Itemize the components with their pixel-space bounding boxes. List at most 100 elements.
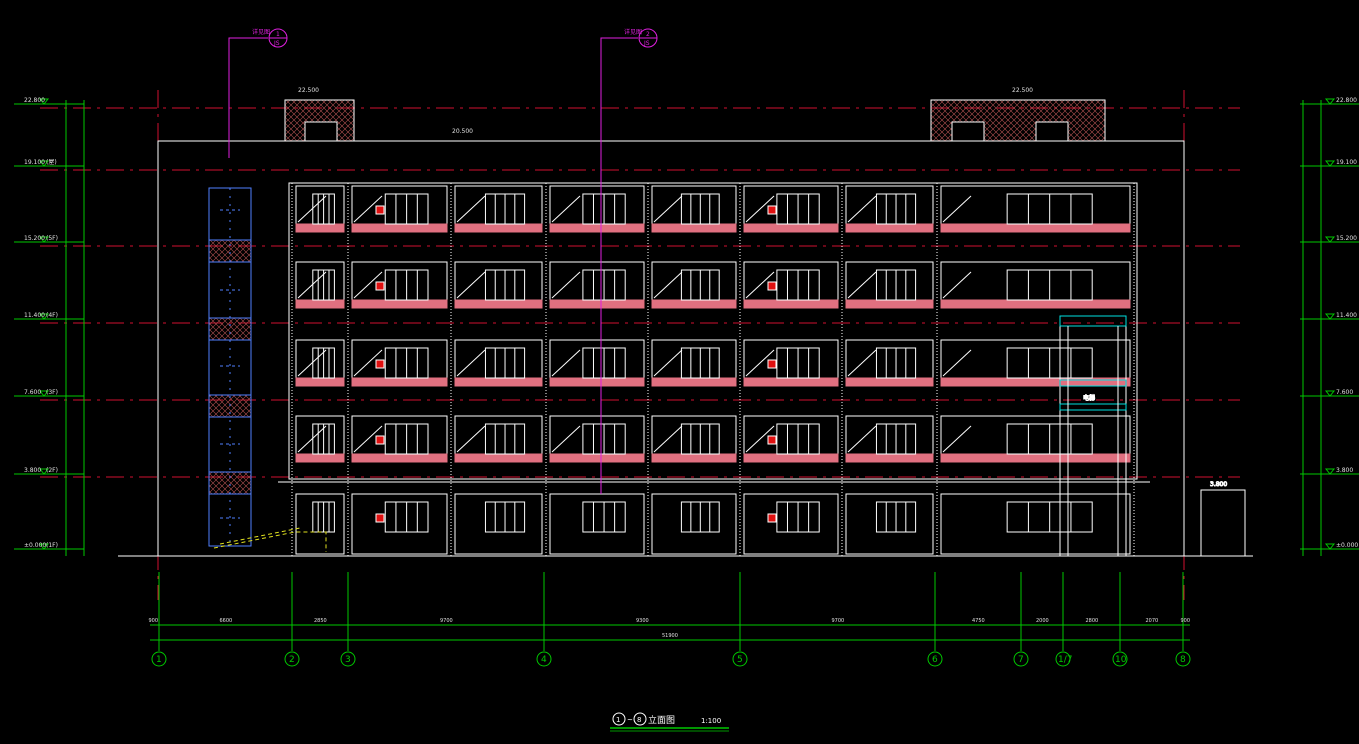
axis-label: 3 bbox=[345, 655, 351, 665]
balcony-rail bbox=[454, 453, 543, 463]
section-tag-num-2: 2 bbox=[646, 31, 650, 38]
door-swing bbox=[847, 425, 877, 453]
facade-frame bbox=[288, 182, 1138, 480]
door-swing bbox=[551, 271, 581, 299]
door-swing bbox=[456, 425, 486, 453]
axis-bubble bbox=[1013, 651, 1029, 667]
door-swing bbox=[745, 195, 775, 223]
elevation-triangle bbox=[1324, 390, 1336, 397]
balcony-rail bbox=[845, 223, 934, 233]
stair-tower bbox=[208, 187, 252, 547]
balcony-rail bbox=[454, 377, 543, 387]
ground-bay bbox=[940, 493, 1131, 555]
ground-bay bbox=[549, 493, 645, 555]
balcony-rail bbox=[743, 453, 839, 463]
section-tag-text: 详见图 1 JS 详见图 2 JS bbox=[252, 28, 650, 47]
axis-label: 5 bbox=[737, 655, 743, 665]
door-swing bbox=[353, 195, 383, 223]
balcony-rail bbox=[351, 453, 448, 463]
axis-label: 8 bbox=[1180, 655, 1186, 665]
axis-bubble bbox=[732, 651, 748, 667]
balcony-rail bbox=[651, 453, 737, 463]
dimension-span: 9300 bbox=[636, 618, 649, 624]
door-swing bbox=[353, 271, 383, 299]
elevation-markers-left: 22.80019.100(屋)15.200(5F)11.400(4F)7.600… bbox=[14, 97, 85, 556]
door-swing bbox=[653, 195, 683, 223]
title-circle-right-label: 8 bbox=[637, 716, 641, 724]
ground-bay bbox=[651, 493, 737, 555]
elevation-floor: (5F) bbox=[46, 235, 58, 242]
title-circle-left bbox=[612, 712, 626, 726]
dimension-span: 2070 bbox=[1146, 618, 1159, 624]
door-swing bbox=[551, 425, 581, 453]
elevation-value: ±0.000 bbox=[1336, 542, 1358, 549]
balcony-rail bbox=[845, 377, 934, 387]
door-swing bbox=[942, 271, 972, 299]
extinguisher-box bbox=[767, 281, 777, 291]
balcony-rail bbox=[940, 453, 1131, 463]
balcony-rail bbox=[940, 223, 1131, 233]
elevation-floor: (1F) bbox=[46, 542, 58, 549]
elevation-value: ±0.000 bbox=[24, 542, 46, 549]
elevation-value: 19.100 bbox=[24, 159, 45, 166]
elevation-triangle bbox=[1324, 468, 1336, 475]
dimension-span: 900 bbox=[149, 618, 159, 624]
balcony-rail bbox=[743, 377, 839, 387]
balcony-rail bbox=[549, 453, 645, 463]
dimension-span: 900 bbox=[1181, 618, 1191, 624]
balcony-rail bbox=[351, 299, 448, 309]
door-swing bbox=[745, 425, 775, 453]
balcony-rail bbox=[295, 299, 345, 309]
elevation-value: 22.800 bbox=[1336, 97, 1357, 104]
ground-bay bbox=[743, 493, 839, 555]
elevation-triangle bbox=[38, 236, 50, 243]
door-swing bbox=[847, 271, 877, 299]
extinguisher-box bbox=[375, 513, 385, 523]
balcony-rail bbox=[549, 377, 645, 387]
entrance-ramp bbox=[213, 527, 327, 552]
elevation-floor: (屋) bbox=[46, 159, 57, 166]
title-text: 立面图 bbox=[648, 714, 675, 726]
ground-bay bbox=[295, 493, 345, 555]
roof-mark-right: 22.500 bbox=[1012, 87, 1033, 94]
door-swing bbox=[745, 349, 775, 377]
elevation-value: 15.200 bbox=[24, 235, 45, 242]
axis-label: 6 bbox=[932, 655, 938, 665]
section-tags bbox=[228, 28, 658, 494]
door-swing bbox=[456, 271, 486, 299]
axis-bubble bbox=[536, 651, 552, 667]
roof-window-right-1 bbox=[951, 121, 985, 142]
dimension-span: 2850 bbox=[314, 618, 327, 624]
elevation-value: 11.400 bbox=[24, 312, 45, 319]
section-tag-sheet-2: JS bbox=[643, 40, 650, 47]
door-swing bbox=[353, 349, 383, 377]
elevator-note: 电梯 bbox=[1083, 394, 1095, 402]
extinguisher-box bbox=[767, 513, 777, 523]
elevation-value: 19.100 bbox=[1336, 159, 1357, 166]
axis-label: 1/7 bbox=[1058, 655, 1072, 665]
ground-bay bbox=[351, 493, 448, 555]
elevation-floor: (2F) bbox=[46, 467, 58, 474]
door-swing bbox=[353, 425, 383, 453]
balcony-rail bbox=[940, 299, 1131, 309]
dimension-span: 9700 bbox=[440, 618, 453, 624]
section-tag-num-1: 1 bbox=[276, 31, 280, 38]
axis-label: 10 bbox=[1115, 655, 1127, 665]
elevation-triangle bbox=[38, 98, 50, 105]
elevation-floor: (3F) bbox=[46, 389, 58, 396]
roof-window-right-2 bbox=[1035, 121, 1069, 142]
elevation-triangle bbox=[1324, 543, 1336, 550]
roof-window-left bbox=[304, 121, 338, 142]
svg-text:~: ~ bbox=[627, 716, 633, 724]
door-swing bbox=[297, 271, 327, 299]
roof-mark-left: 22.500 bbox=[298, 87, 319, 94]
balcony-rail bbox=[295, 377, 345, 387]
door-swing bbox=[653, 271, 683, 299]
extinguisher-box bbox=[375, 205, 385, 215]
axis-label: 4 bbox=[541, 655, 547, 665]
extinguisher-box bbox=[767, 205, 777, 215]
door-swing bbox=[847, 349, 877, 377]
